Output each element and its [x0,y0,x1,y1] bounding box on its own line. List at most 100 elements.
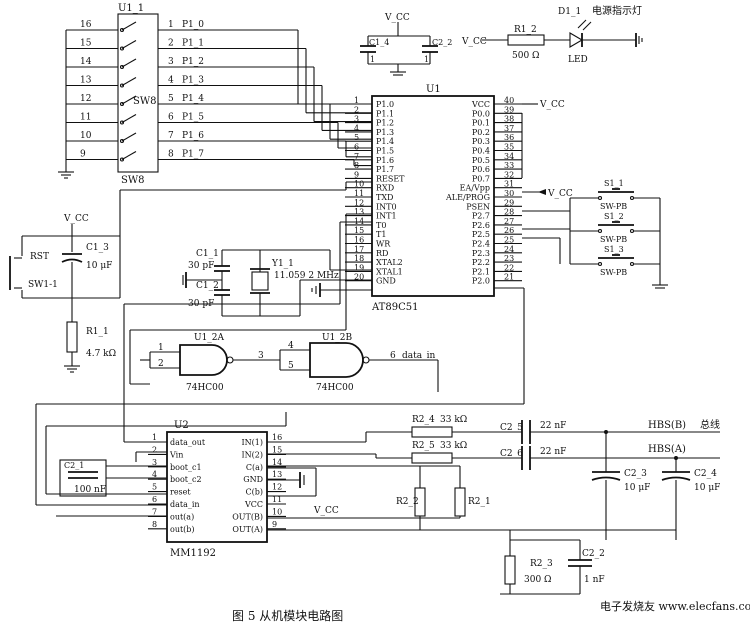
modem-right-pin-num: 15 [272,445,282,454]
modem-left-pin-num: 5 [152,483,157,492]
vcc-label-led: V_CC [461,37,487,47]
button-ref: S1_1 [604,179,624,188]
mcu-left-pin-name: TXD [376,193,393,202]
mcu-right-pin-num: 28 [504,208,514,217]
modem-right-pin-name: VCC [244,500,263,509]
dip-right-pin-num: 8 [168,150,174,160]
mcu-right-pin-name: P0.0 [472,109,490,118]
mcu-left-pin-num: 15 [354,226,364,235]
dip-right-pin-num: 2 [168,39,174,49]
button-part: SW-PB [600,268,627,277]
c22-val: 1 [424,55,429,64]
modem-left-pin-name: boot_c2 [170,475,202,484]
c26-val: 22 nF [540,447,566,457]
dip-net-label: P1_3 [182,76,204,86]
c21-val: 100 nF [74,485,106,495]
mcu-left-pin-name: T1 [376,230,386,239]
modem-right-pin-name: C(b) [246,488,263,497]
reset-res-ref: R1_1 [86,327,109,337]
mcu-right-pin-name: P0.5 [472,156,490,165]
mcu-right-pin-name: P0.3 [472,137,490,146]
mcu-right-pin-name: P0.4 [472,147,490,156]
r23-ref: R2_3 [530,559,553,569]
button-part: SW-PB [600,235,627,244]
modem-right-pin-num: 11 [272,495,282,504]
r24-ref: R2_4 [412,415,435,425]
modem-left-pin-name: data_in [170,500,200,509]
mcu-left-pin-name: WR [376,240,391,249]
c11-val: 30 pF [188,261,214,271]
dip-right-pin-num: 1 [168,20,174,30]
mcu-left-pin-name: GND [376,277,396,286]
modem-left-pin-name: reset [170,488,191,497]
modem-left-pin-num: 4 [152,470,157,479]
modem-left-pin-num: 3 [152,458,157,467]
modem-right-pin-num: 12 [272,483,282,492]
dip-right-pin-num: 7 [168,131,174,141]
c22-ref: C2_2 [432,38,452,47]
dip-switch-bottom-label: SW8 [121,175,145,186]
mcu-right-pin-name: P2.0 [472,277,490,286]
mcu-right-pin-num: 29 [504,198,514,207]
mcu-right-pin-name: P0.2 [472,128,490,137]
modem-left-pin-num: 6 [152,495,157,504]
modem-mm1192: U2 MM1192 1data_out2Vin3boot_c14boot_c25… [59,420,339,559]
mcu-right-pin-name: P2.7 [472,212,490,221]
mcu-right-pin-num: 31 [504,180,514,189]
dip-right-pin-num: 6 [168,113,174,123]
nand2-part: 74HC00 [316,383,354,393]
nand1-part: 74HC00 [186,383,224,393]
mcu-right-pin-num: 22 [504,263,514,272]
mcu-left-pin-name: XTAL2 [376,258,403,267]
c24-ref: C2_4 [694,469,717,479]
mcu-left-pin-num: 12 [354,198,364,207]
modem-ref: U2 [174,420,189,431]
mcu-left-pin-num: 20 [354,273,364,282]
mcu-right-pin-name: P0.7 [472,174,490,183]
c21-ref: C2_1 [64,461,84,470]
modem-right-pin-num: 14 [272,458,282,467]
dip-net-label: P1_4 [182,94,204,104]
data-in-net: data_in [402,351,435,361]
modem-right-pin-name: GND [243,475,263,484]
dip-left-pin-num: 16 [80,20,92,30]
mcu-right-pin-name: PSEN [466,202,490,211]
c22b-val: 1 nF [584,575,605,585]
mcu-left-pin-num: 1 [354,96,359,105]
mcu-right-pin-name: VCC [471,100,490,109]
dip-net-label: P1_7 [182,150,204,160]
power-led-circuit: V_CC R1_2 500 Ω D1_1 电源指示灯 LED [461,4,643,65]
modem-right-pin-name: C(a) [246,463,263,472]
reset-rst-label: RST [30,252,49,262]
r25-val: 33 kΩ [440,441,467,451]
nand1-pin3: 3 [258,351,264,361]
nand-gates: U1_2A 74HC00 1 2 3 U1_2B 74HC00 4 5 6 da… [129,213,439,393]
c26-ref: C2_6 [500,449,523,459]
mcu-right-pin-num: 34 [504,152,514,161]
led-label: LED [568,55,588,65]
modem-left-pin-num: 8 [152,520,157,529]
mcu-right-pin-name: P0.6 [472,165,490,174]
r12-ref: R1_2 [514,25,537,35]
mcu-right-pin-name: P0.1 [472,119,490,128]
led-title: 电源指示灯 [592,4,642,17]
mcu-left-pin-name: INT0 [376,202,397,211]
r24-val: 33 kΩ [440,415,467,425]
dip-right-pin-num: 3 [168,57,174,67]
hbs-a-label: HBS(A) [648,444,686,455]
modem-left-pin-name: out(a) [170,512,194,521]
mcu-right-pin-num: 27 [504,217,514,226]
c25-ref: C2_5 [500,423,523,433]
dip-net-label: P1_2 [182,57,204,67]
mcu-right-pin-name: EA/Vpp [460,184,490,193]
modem-right-pin-num: 13 [272,470,282,479]
mcu-left-pin-num: 3 [354,115,359,124]
mcu-left-pin-name: XTAL1 [376,267,403,276]
reset-circuit: V_CC RST SW1-1 C1_3 10 μF R1_1 4.7 kΩ [9,181,372,373]
figure-caption: 图 5 从机模块电路图 [232,608,343,623]
vcc-label-top: V_CC [384,13,410,23]
modem-left-pin-num: 7 [152,507,157,516]
led-ref: D1_1 [558,7,581,17]
mcu-right-pin-name: P2.5 [472,230,490,239]
